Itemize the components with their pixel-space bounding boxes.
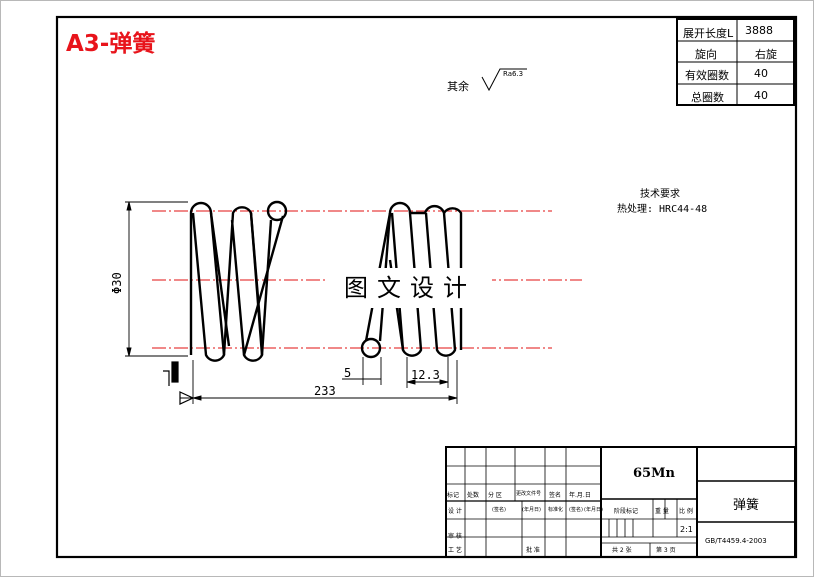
property-table <box>676 18 795 106</box>
design-sign: (签名) <box>492 507 506 513</box>
design-date: (年月日) <box>522 507 541 513</box>
surface-roughness: Ra6.3 <box>503 70 524 78</box>
prop-value-3: 40 <box>754 89 768 102</box>
sheet-number: 第 3 页 <box>656 547 676 554</box>
prop-value-2: 40 <box>754 67 768 80</box>
spring-coils-left <box>189 200 288 362</box>
length-dim: 233 <box>314 384 336 398</box>
surface-note-prefix: 其余 <box>447 80 469 93</box>
inner-frame <box>55 15 798 559</box>
prop-value-0: 3888 <box>745 24 773 37</box>
tech-req-heading: 技术要求 <box>640 189 680 200</box>
weight-label: 重 量 <box>655 508 669 515</box>
wire-section-bottom <box>360 337 382 359</box>
stage-label: 阶段标记 <box>614 508 639 515</box>
standardization-sign: (签名) <box>569 507 583 513</box>
prop-label-0: 展开长度L <box>683 27 734 40</box>
sheet-title: A3-弹簧 <box>66 31 156 57</box>
diameter-dim: Φ30 <box>110 272 124 294</box>
design-label: 设 计 <box>448 508 462 515</box>
prop-label-1: 旋向 <box>695 48 717 61</box>
check-label: 审 核 <box>448 533 462 540</box>
scale-value: 2:1 <box>680 525 693 534</box>
rev-header-4: 签名 <box>549 492 562 499</box>
rev-header-1: 处数 <box>467 492 480 499</box>
rev-header-0: 标记 <box>447 492 460 499</box>
standardization-label: 标准化 <box>548 507 564 513</box>
scale-label: 比 例 <box>679 508 693 515</box>
process-label: 工 艺 <box>448 547 462 554</box>
pitch-dim: 12.3 <box>411 368 440 382</box>
rev-header-5: 年.月.日 <box>569 492 591 499</box>
dimension-lines <box>125 201 458 404</box>
material: 65Mn <box>633 466 675 481</box>
rev-header-2: 分 区 <box>488 492 502 499</box>
part-name: 弹簧 <box>733 498 760 513</box>
standard-no: GB/T4459.4-2003 <box>705 537 767 545</box>
title-block <box>445 446 796 558</box>
wire-section-top <box>266 200 288 222</box>
approve-label: 批 准 <box>526 547 540 554</box>
prop-label-2: 有效圈数 <box>685 69 729 82</box>
standardization-date: (年月日) <box>584 507 603 513</box>
prop-value-1: 右旋 <box>755 48 777 61</box>
watermark: 图文设计 <box>328 268 492 308</box>
end-support-mark <box>163 361 195 405</box>
heat-treatment: 热处理: HRC44-48 <box>617 204 708 215</box>
roughness-symbol <box>481 68 527 92</box>
wire-dim: 5 <box>344 366 352 380</box>
prop-label-3: 总圈数 <box>691 91 724 104</box>
sheets-total: 共 2 张 <box>612 547 632 554</box>
rev-header-3: 更改文件号 <box>516 491 542 497</box>
